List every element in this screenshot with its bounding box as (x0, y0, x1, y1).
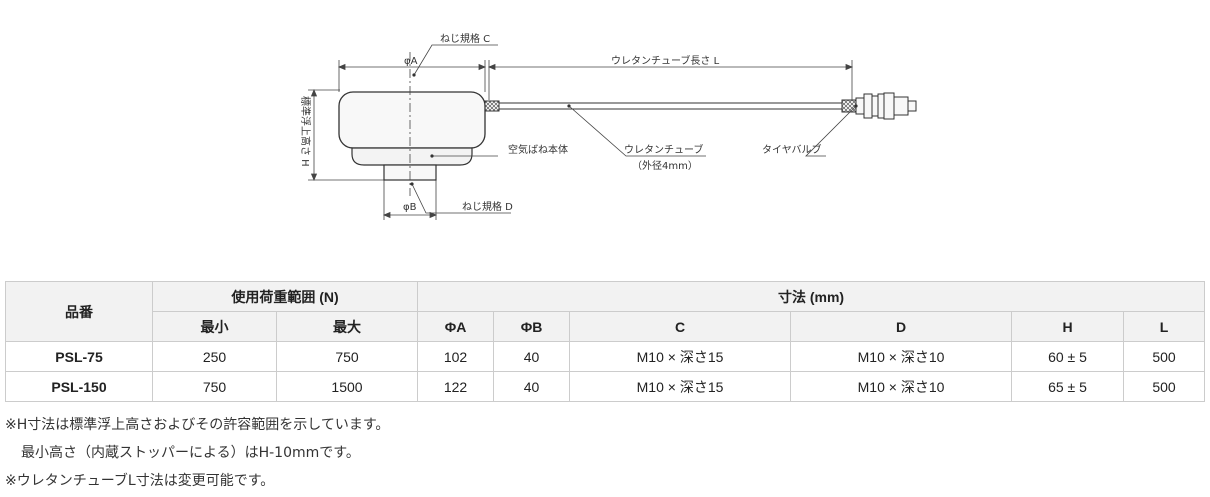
header-dimensions: 寸法 (mm) (417, 281, 1206, 312)
air-spring-body-shape (338, 91, 486, 181)
cell-max: 1500 (275, 371, 419, 402)
note-tube-length: ※ウレタンチューブL寸法は変更可能です。 (5, 473, 275, 489)
header-l: L (1123, 311, 1206, 342)
cell-min: 750 (152, 371, 277, 402)
cell-max: 750 (275, 341, 419, 372)
table-row: PSL-150 750 1500 122 40 M10 × 深さ15 M10 ×… (5, 371, 1206, 402)
cell-c: M10 × 深さ15 (569, 341, 792, 372)
cell-l: 500 (1123, 371, 1206, 402)
table-subheader-row: 最小 最大 ΦA ΦB C D H L (6, 311, 1206, 342)
spec-table: 品番 使用荷重範囲 (N) 寸法 (mm) 最小 最大 ΦA ΦB C D H … (5, 281, 1206, 402)
header-b: ΦB (493, 311, 571, 342)
label-height-h: 標準浮上高さ H (299, 96, 312, 167)
cell-h: 65 ± 5 (1011, 371, 1125, 402)
label-thread-d: ねじ規格 D (462, 200, 513, 213)
header-max: 最大 (275, 311, 419, 342)
header-part-no: 品番 (5, 281, 153, 342)
cell-c: M10 × 深さ15 (569, 371, 792, 402)
label-body: 空気ばね本体 (508, 143, 568, 156)
dimension-a-line (337, 60, 487, 92)
cell-b: 40 (493, 371, 571, 402)
header-a: ΦA (417, 311, 495, 342)
label-dia-a: φA (404, 56, 418, 67)
label-tube-od: （外径4mm） (632, 159, 698, 172)
cell-l: 500 (1123, 341, 1206, 372)
header-min: 最小 (152, 311, 277, 342)
label-tube: ウレタンチューブ (624, 143, 703, 156)
notes: ※H寸法は標準浮上高さおよびその許容範囲を示しています。 最小高さ（内蔵ストッパ… (5, 411, 1205, 495)
cell-a: 122 (417, 371, 495, 402)
tire-valve-shape (841, 92, 917, 120)
cell-h: 60 ± 5 (1011, 341, 1125, 372)
header-c: C (569, 311, 792, 342)
header-h: H (1011, 311, 1125, 342)
cell-b: 40 (493, 341, 571, 372)
cell-part-no: PSL-150 (5, 371, 153, 402)
cell-a: 102 (417, 341, 495, 372)
note-min-height: 最小高さ（内蔵ストッパーによる）はH-10mmです。 (21, 445, 360, 461)
label-tube-length: ウレタンチューブ長さ L (611, 54, 720, 67)
cell-d: M10 × 深さ10 (790, 371, 1013, 402)
header-d: D (790, 311, 1013, 342)
cell-min: 250 (152, 341, 277, 372)
label-thread-c: ねじ規格 C (440, 32, 490, 45)
leader-dots (410, 73, 858, 186)
urethane-tube-shape (499, 102, 842, 110)
table-row: PSL-75 250 750 102 40 M10 × 深さ15 M10 × 深… (5, 341, 1206, 372)
table-header-row: 品番 使用荷重範囲 (N) 寸法 (mm) (5, 281, 1206, 342)
note-h-dimension: ※H寸法は標準浮上高さおよびその許容範囲を示しています。 (5, 417, 390, 433)
dimension-l-line (487, 60, 854, 100)
header-load-range: 使用荷重範囲 (N) (151, 281, 419, 312)
dimension-h-line (308, 88, 384, 182)
cell-d: M10 × 深さ10 (790, 341, 1013, 372)
label-dia-b: φB (403, 202, 417, 213)
cell-part-no: PSL-75 (5, 341, 153, 372)
technical-drawing: ねじ規格 C φA ウレタンチューブ長さ L 標準浮上高さ H 空気ばね本体 ウ… (299, 32, 917, 220)
leader-lines (411, 44, 857, 214)
label-valve: タイヤバルブ (762, 143, 822, 156)
body-fitting (484, 100, 500, 112)
